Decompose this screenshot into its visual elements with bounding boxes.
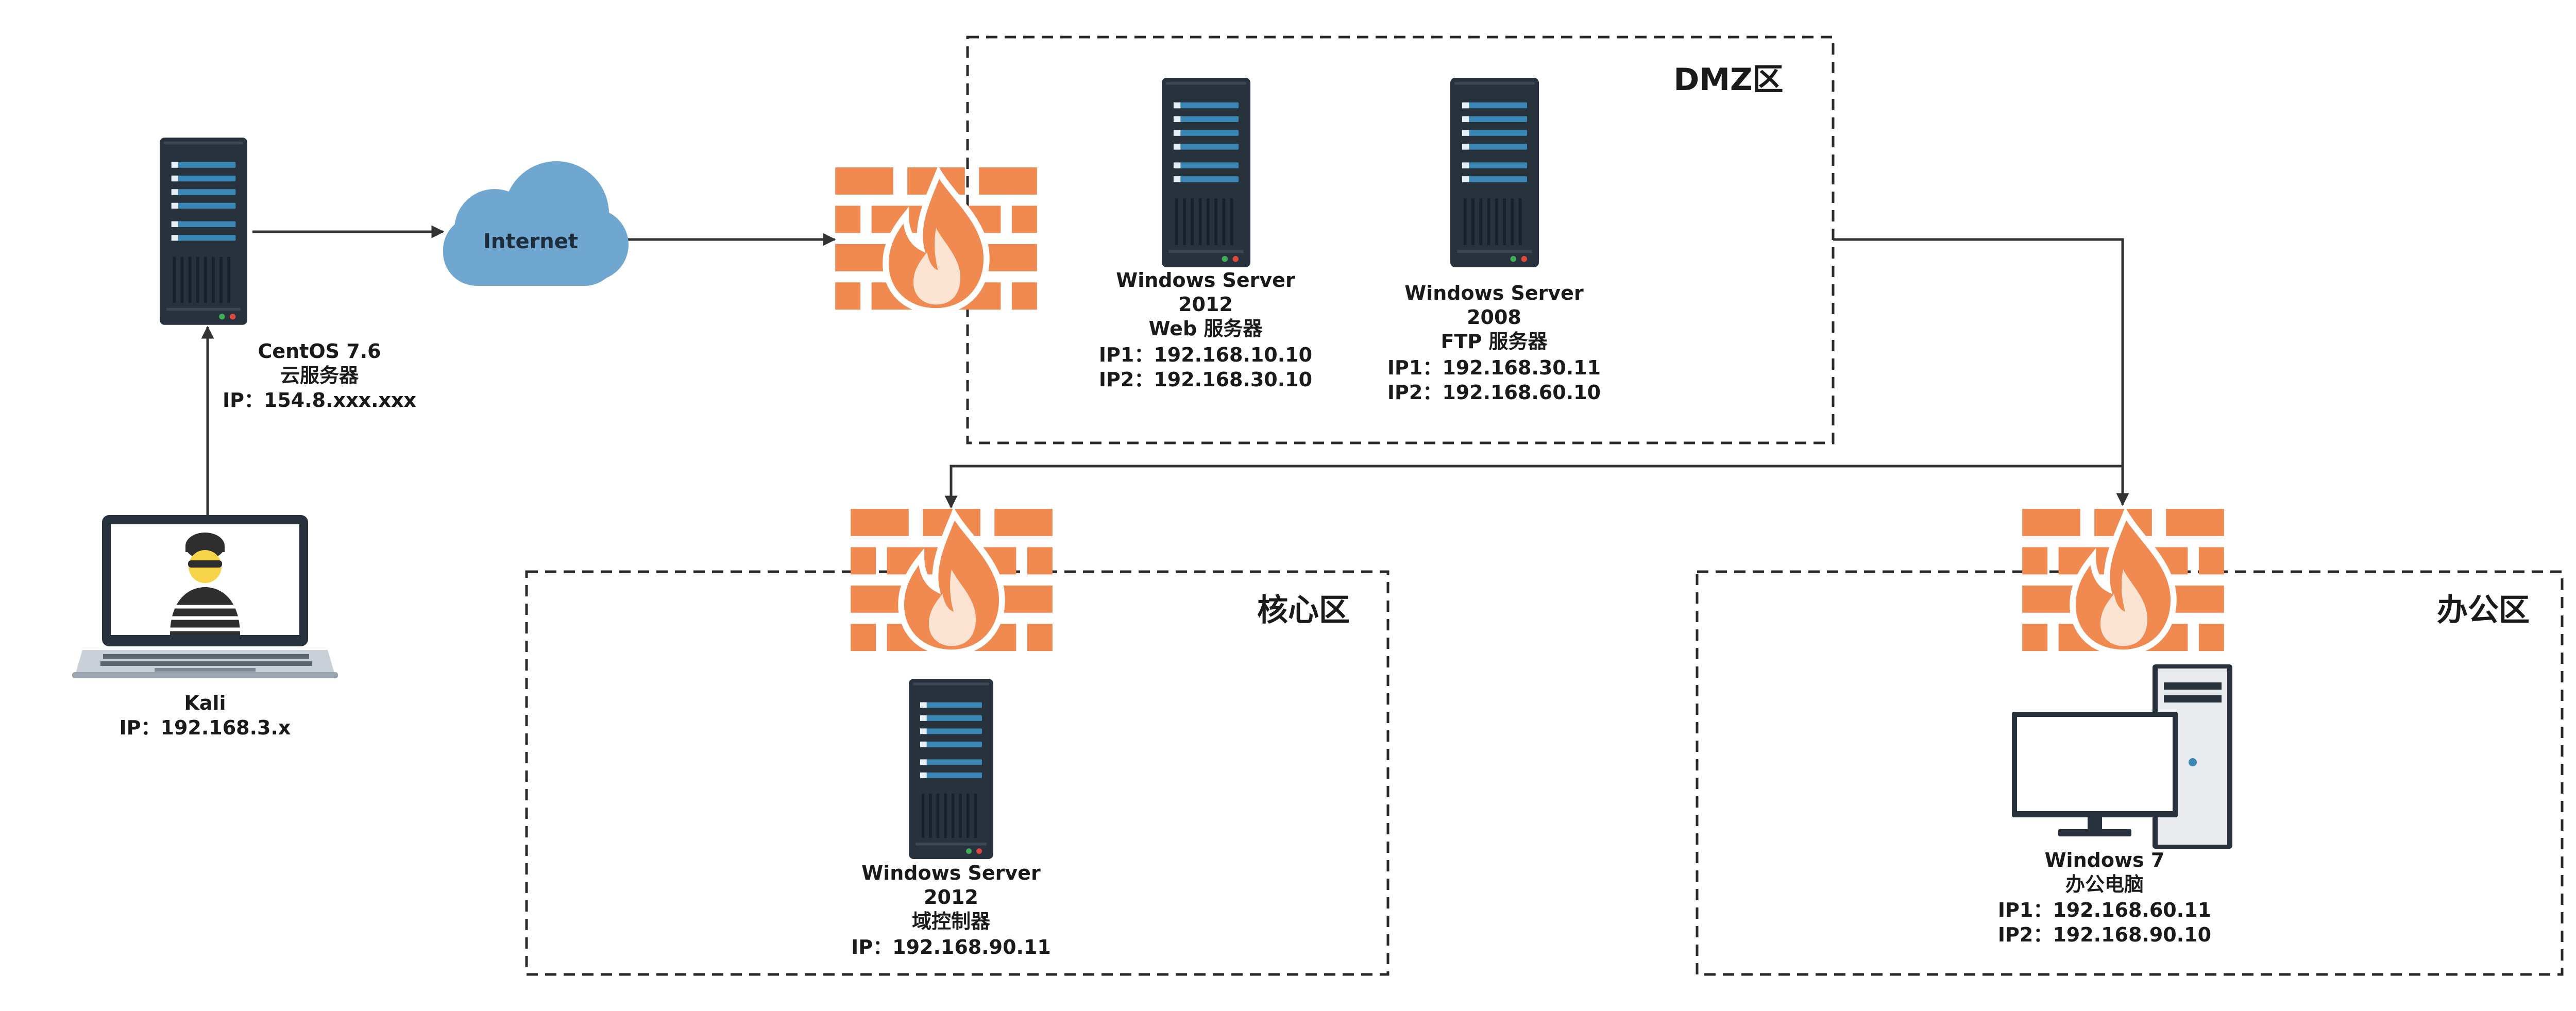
server-icon (160, 138, 247, 325)
centos-name: CentOS 7.6 (258, 340, 381, 363)
centos-ip: IP：154.8.xxx.xxx (223, 389, 416, 412)
ftp-server: Windows Server 2008 FTP 服务器 IP1：192.168.… (1387, 78, 1601, 404)
web-server-ip1: IP1：192.168.10.10 (1099, 344, 1312, 366)
centos-role: 云服务器 (280, 364, 359, 387)
internet-cloud: Internet (443, 161, 629, 286)
web-server-ip2: IP2：192.168.30.10 (1099, 368, 1312, 391)
dmz-zone-title: DMZ区 (1673, 62, 1783, 98)
server-icon (1450, 78, 1539, 267)
server-icon (909, 679, 993, 859)
link-dmz-office (1833, 238, 2129, 506)
win7-ip1: IP1：192.168.60.11 (1998, 899, 2211, 921)
win7-ip2: IP2：192.168.90.10 (1998, 923, 2211, 946)
firewall-icon (2022, 509, 2224, 653)
cloud-icon (443, 161, 629, 286)
kali-laptop: Kali IP：192.168.3.x (72, 515, 338, 739)
internet-label: Internet (483, 230, 578, 253)
firewall-icon (835, 167, 1037, 311)
connections (201, 225, 2129, 518)
dc-server-ip: IP：192.168.90.11 (851, 936, 1051, 958)
desktop-pc-icon (2012, 664, 2232, 849)
link-dmz-core (944, 465, 2123, 509)
dc-server-role: 域控制器 (912, 910, 991, 933)
ftp-server-ip2: IP2：192.168.60.10 (1387, 381, 1601, 404)
web-server-version: 2012 (1178, 293, 1233, 316)
dc-server-version: 2012 (924, 886, 978, 909)
kali-name: Kali (184, 692, 226, 714)
firewall-icon (851, 509, 1053, 653)
domain-controller: Windows Server 2012 域控制器 IP：192.168.90.1… (851, 679, 1051, 958)
windows7-pc: Windows 7 办公电脑 IP1：192.168.60.11 IP2：192… (1998, 664, 2232, 946)
server-icon (1162, 78, 1250, 267)
ftp-server-ip1: IP1：192.168.30.11 (1387, 356, 1601, 379)
web-server: Windows Server 2012 Web 服务器 IP1：192.168.… (1099, 78, 1312, 391)
kali-ip: IP：192.168.3.x (120, 716, 291, 739)
centos-server: CentOS 7.6 云服务器 IP：154.8.xxx.xxx (160, 138, 416, 412)
web-server-role: Web 服务器 (1149, 317, 1263, 340)
win7-name: Windows 7 (2045, 849, 2165, 871)
laptop-hacker-icon (72, 515, 338, 678)
office-zone-title: 办公区 (2437, 592, 2530, 628)
ftp-server-version: 2008 (1467, 306, 1521, 329)
ftp-server-name: Windows Server (1404, 282, 1584, 304)
ftp-server-role: FTP 服务器 (1441, 330, 1548, 353)
dc-server-name: Windows Server (861, 862, 1041, 884)
web-server-name: Windows Server (1116, 269, 1295, 292)
win7-role: 办公电脑 (2065, 873, 2144, 896)
core-zone-title: 核心区 (1257, 592, 1350, 628)
